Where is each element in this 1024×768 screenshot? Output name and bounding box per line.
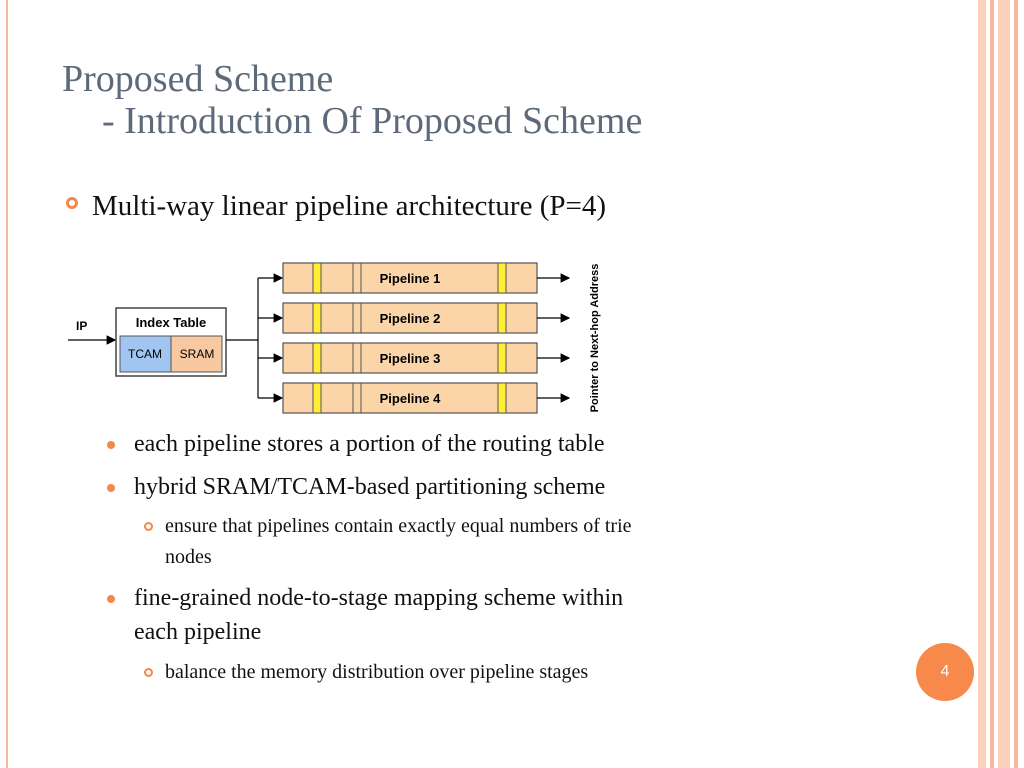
page-number-badge: 4 [916, 643, 974, 701]
pipeline-2-box [282, 302, 538, 334]
bullet-text-line-2: each pipeline [134, 619, 262, 645]
pipeline-4-stage-divider [312, 382, 322, 414]
ip-label: IP [76, 319, 87, 333]
sram-label: SRAM [180, 347, 215, 361]
bullet-text-line-1: fine-grained node-to-stage mapping schem… [134, 585, 624, 611]
sram-block [170, 335, 223, 373]
title-line-2: - Introduction Of Proposed Scheme [102, 100, 643, 142]
tcam-block [119, 335, 172, 373]
ring-bullet-icon [144, 668, 153, 677]
pipeline-3-box [282, 342, 538, 374]
sub-bullet-text: balance the memory distribution over pip… [165, 661, 589, 683]
ring-bullet-icon [144, 522, 153, 531]
bullet-text: each pipeline stores a portion of the ro… [134, 431, 605, 457]
pipeline-1-box [282, 262, 538, 294]
bullet-text: hybrid SRAM/TCAM-based partitioning sche… [134, 474, 606, 500]
pipeline-3-stage-divider [312, 342, 322, 374]
pipeline-3-label: Pipeline 3 [380, 351, 441, 366]
sub-bullet-text-line-1: ensure that pipelines contain exactly eq… [165, 515, 632, 537]
output-label: Pointer to Next-hop Address [589, 264, 601, 413]
ring-bullet-icon [66, 197, 78, 209]
pipeline-2-stage-divider [312, 302, 322, 334]
pipeline-1-label: Pipeline 1 [380, 271, 441, 286]
slide-title: Proposed Scheme - Introduction Of Propos… [62, 58, 642, 142]
dot-bullet-icon [107, 484, 115, 492]
pipeline-2-stage-divider [497, 302, 507, 334]
right-stripe-2 [990, 0, 994, 768]
sub-bullet-text-line-2: nodes [165, 546, 212, 568]
bullet-item: fine-grained node-to-stage mapping schem… [107, 581, 887, 649]
right-stripe-3 [998, 0, 1010, 768]
pipeline-1-stage-divider [312, 262, 322, 294]
sub-bullet-item: balance the memory distribution over pip… [144, 657, 904, 688]
pipeline-1-stage-divider [497, 262, 507, 294]
bullet-item: hybrid SRAM/TCAM-based partitioning sche… [107, 470, 887, 504]
main-bullet-text: Multi-way linear pipeline architecture (… [92, 190, 606, 222]
right-stripe-1 [978, 0, 986, 768]
bullet-item: each pipeline stores a portion of the ro… [107, 427, 887, 461]
dot-bullet-icon [107, 595, 115, 603]
title-line-1: Proposed Scheme [62, 58, 334, 100]
tcam-label: TCAM [128, 347, 162, 361]
right-stripe-4 [1014, 0, 1018, 768]
index-table-label: Index Table [136, 315, 207, 330]
pipeline-4-stage-divider [497, 382, 507, 414]
pipeline-3-stage-divider [497, 342, 507, 374]
sub-bullet-item: ensure that pipelines contain exactly eq… [144, 511, 904, 573]
left-border-line [6, 0, 8, 768]
pipeline-diagram: IP Index Table TCAM SRAM Pipeline 1 Pipe… [68, 262, 601, 414]
pipeline-4-box [282, 382, 538, 414]
dot-bullet-icon [107, 441, 115, 449]
pipeline-4-label: Pipeline 4 [380, 391, 441, 406]
pipeline-2-label: Pipeline 2 [380, 311, 441, 326]
